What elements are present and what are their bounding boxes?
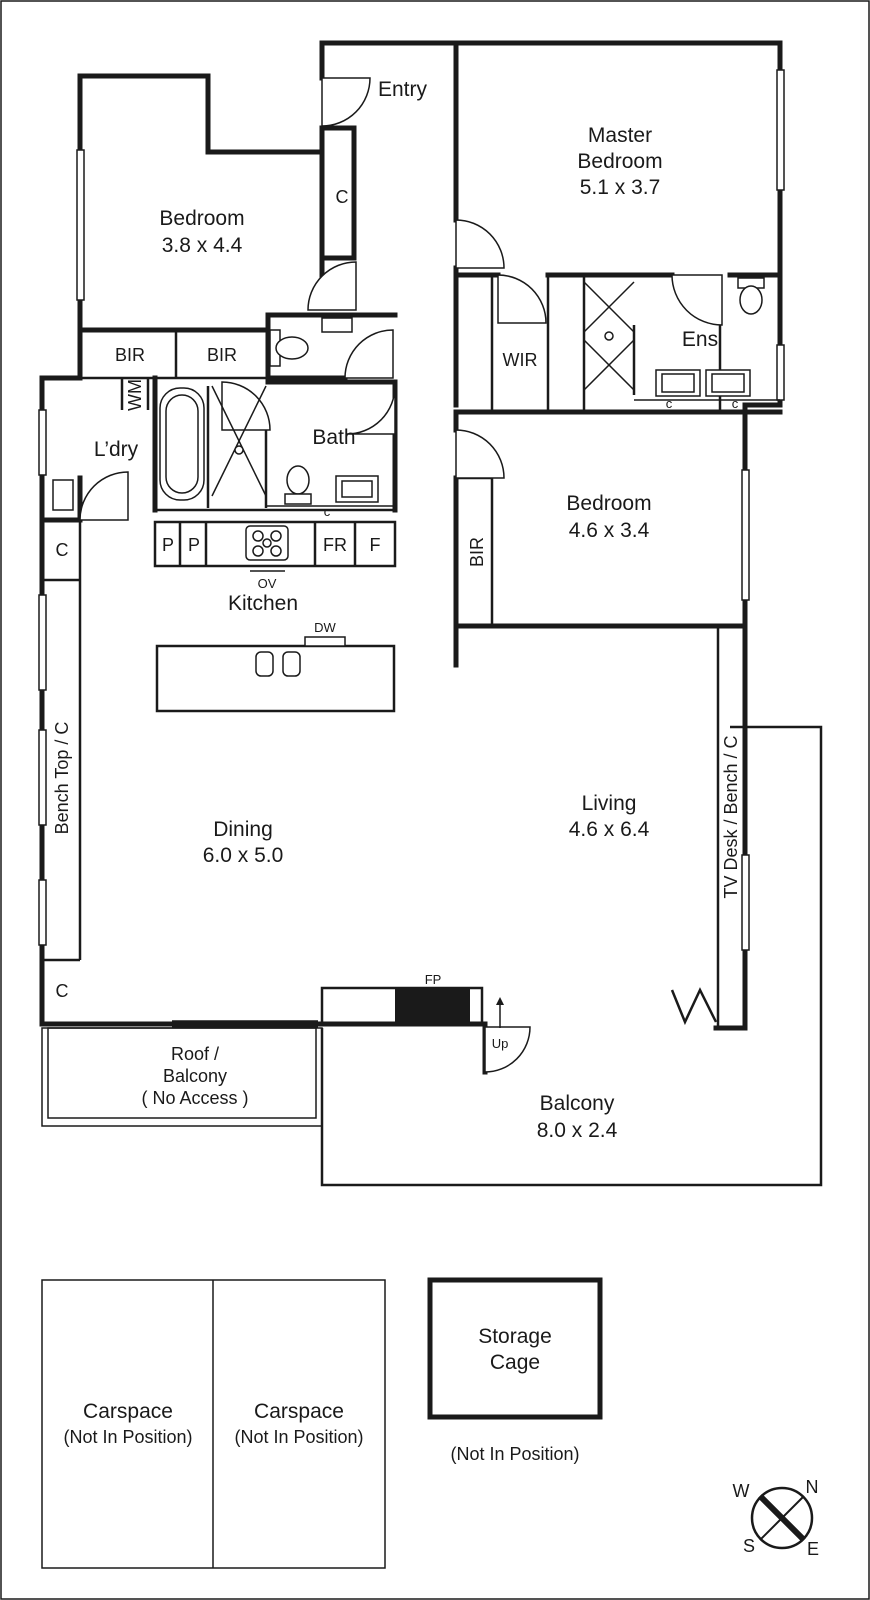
- bedroom2-dims: 4.6 x 3.4: [569, 519, 650, 542]
- compass-s: S: [743, 1536, 755, 1556]
- fixtures: [52, 277, 780, 1028]
- bir-label-1: BIR: [115, 345, 145, 365]
- storage-cage: [427, 1277, 603, 1420]
- bedroom2-label: Bedroom: [566, 492, 651, 515]
- carspace-note-2: (Not In Position): [234, 1427, 363, 1447]
- fridge-label: FR: [323, 535, 347, 555]
- bath-c-label: c: [324, 504, 331, 519]
- storage-label-1: Storage: [478, 1325, 552, 1348]
- oven-label: OV: [258, 576, 277, 591]
- master-bedroom-dims: 5.1 x 3.7: [580, 176, 661, 199]
- compass-icon: [750, 1486, 814, 1550]
- pantry-label-2: P: [188, 535, 200, 555]
- bench-top-label: Bench Top / C: [52, 722, 72, 835]
- outbuildings: [41, 1277, 603, 1569]
- laundry-label: L’dry: [94, 438, 139, 461]
- master-bedroom-label-2: Bedroom: [577, 150, 662, 173]
- living-dims: 4.6 x 6.4: [569, 818, 650, 841]
- closet-label-2: C: [56, 981, 69, 1001]
- bath-label: Bath: [312, 426, 355, 449]
- interior-walls: [39, 40, 783, 1028]
- storage-label-2: Cage: [490, 1351, 540, 1374]
- dishwasher-label: DW: [314, 620, 336, 635]
- entry-label: Entry: [378, 78, 428, 101]
- ens-c-label-1: c: [666, 396, 673, 411]
- pantry-label-1: P: [162, 535, 174, 555]
- wir-label: WIR: [503, 350, 538, 370]
- bir-label-3: BIR: [467, 537, 487, 567]
- roof-label-1: Roof /: [171, 1044, 219, 1064]
- ens-c-label-2: c: [732, 396, 739, 411]
- roof-label-2: Balcony: [163, 1066, 227, 1086]
- outbuilding-labels: Carspace (Not In Position) Carspace (Not…: [63, 1325, 579, 1464]
- fireplace-label: FP: [425, 972, 442, 987]
- fixture-labels: BIR BIR WIR C C C c c c P P FR F OV DW F…: [52, 187, 741, 1051]
- windows: [38, 69, 785, 1028]
- compass-w: W: [733, 1481, 750, 1501]
- bedroom1-label: Bedroom: [159, 207, 244, 230]
- doors: [79, 77, 723, 1073]
- tv-desk-label: TV Desk / Bench / C: [721, 735, 741, 898]
- roof-label-3: ( No Access ): [141, 1088, 248, 1108]
- balcony-dims: 8.0 x 2.4: [537, 1119, 618, 1142]
- master-bedroom-label: Master: [588, 124, 652, 147]
- up-label: Up: [492, 1036, 509, 1051]
- balconies: [41, 725, 823, 1187]
- dining-dims: 6.0 x 5.0: [203, 844, 284, 867]
- carspace-label-1: Carspace: [83, 1400, 173, 1423]
- freezer-label: F: [370, 535, 381, 555]
- room-labels: Entry Master Bedroom 5.1 x 3.7 Bedroom 3…: [94, 78, 718, 1142]
- compass-e: E: [807, 1539, 819, 1559]
- exterior-walls: [39, 40, 783, 1075]
- closet-label-1: C: [56, 540, 69, 560]
- ensuite-label: Ens: [682, 328, 718, 351]
- compass-n: N: [806, 1477, 819, 1497]
- carspace-label-2: Carspace: [254, 1400, 344, 1423]
- storage-note: (Not In Position): [450, 1444, 579, 1464]
- carspace-note-1: (Not In Position): [63, 1427, 192, 1447]
- bir-label-2: BIR: [207, 345, 237, 365]
- entry-closet-label: C: [336, 187, 349, 207]
- dining-label: Dining: [213, 818, 273, 841]
- living-label: Living: [582, 792, 637, 815]
- wm-label: WM: [125, 379, 145, 411]
- compass-labels: W N S E: [733, 1477, 820, 1559]
- kitchen-label: Kitchen: [228, 592, 298, 615]
- bedroom1-dims: 3.8 x 4.4: [162, 234, 243, 257]
- balcony-label: Balcony: [540, 1092, 615, 1115]
